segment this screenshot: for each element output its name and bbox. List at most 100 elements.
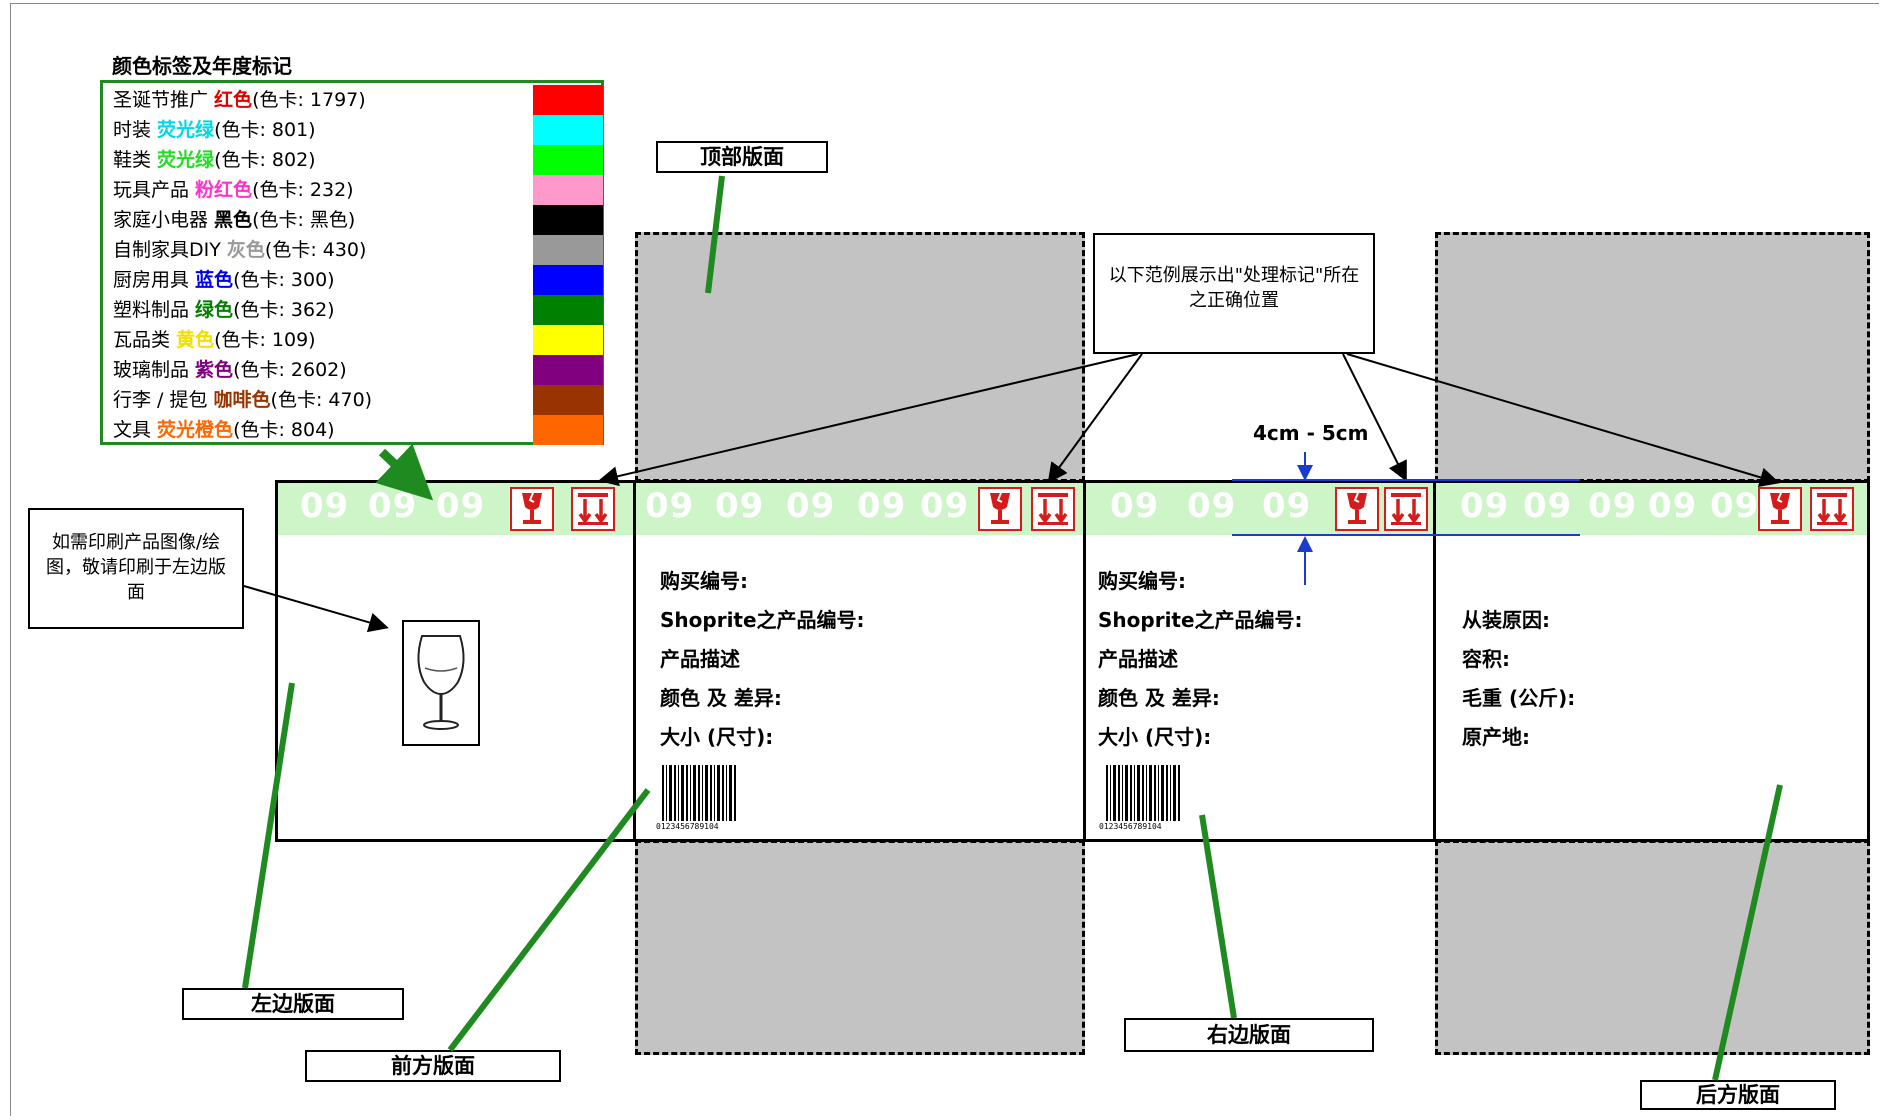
right-field-color: 颜色 及 差异: — [1098, 686, 1220, 710]
right-panel-label: 右边版面 — [1124, 1018, 1374, 1052]
back-field-packing-reason: 从装原因: — [1462, 608, 1550, 632]
front-field-purchase-no: 购买编号: — [660, 569, 748, 593]
this-way-up-icon — [1384, 487, 1428, 531]
legend-swatch — [533, 415, 603, 445]
page-frame — [10, 3, 1879, 1116]
legend-color-code: (色卡: 1797) — [252, 89, 366, 111]
legend-color-name: 灰色 — [226, 239, 265, 261]
back-field-gross-weight: 毛重 (公斤): — [1462, 686, 1576, 710]
legend-category: 瓦品类 — [113, 329, 177, 351]
legend-color-name: 荧光绿 — [157, 119, 215, 141]
legend-row: 鞋类 荧光绿(色卡: 802) — [103, 145, 531, 175]
year-mark: 09 — [1710, 486, 1760, 526]
right-field-product-no: Shoprite之产品编号: — [1098, 608, 1303, 632]
right-field-size: 大小 (尺寸): — [1098, 725, 1212, 749]
wine-glass-image — [402, 620, 480, 746]
year-mark: 09 — [1187, 486, 1237, 526]
year-mark: 09 — [1110, 486, 1160, 526]
back-field-origin: 原产地: — [1462, 725, 1530, 749]
legend-row: 文具 荧光橙色(色卡: 804) — [103, 415, 531, 445]
legend-swatch — [533, 325, 603, 355]
legend-color-name: 荧光橙色 — [157, 419, 234, 441]
legend-category: 自制家具DIY — [113, 239, 227, 261]
legend-title: 颜色标签及年度标记 — [112, 54, 292, 78]
legend-swatch — [533, 265, 603, 295]
top-flap-back — [1435, 232, 1870, 482]
legend-category: 行李 / 提包 — [113, 389, 214, 411]
legend-color-name: 黑色 — [214, 209, 253, 231]
year-mark: 09 — [1460, 486, 1510, 526]
legend-color-name: 紫色 — [195, 359, 234, 381]
legend-color-code: (色卡: 黑色) — [252, 209, 356, 231]
legend-color-code: (色卡: 470) — [270, 389, 373, 411]
front-field-color: 颜色 及 差异: — [660, 686, 782, 710]
top-panel-label: 顶部版面 — [656, 141, 828, 173]
front-panel-label: 前方版面 — [305, 1050, 561, 1082]
left-panel-label: 左边版面 — [182, 988, 404, 1020]
fragile-glass-icon — [510, 487, 554, 531]
legend-row: 玻璃制品 紫色(色卡: 2602) — [103, 355, 531, 385]
legend-category: 玻璃制品 — [113, 359, 196, 381]
this-way-up-icon — [1810, 487, 1854, 531]
year-mark: 09 — [436, 486, 486, 526]
legend-swatch — [533, 385, 603, 415]
legend-swatch — [533, 145, 603, 175]
divider-right-back — [1433, 480, 1436, 842]
legend-swatch — [533, 115, 603, 145]
year-mark: 09 — [715, 486, 765, 526]
wine-glass-icon — [417, 635, 465, 730]
color-legend: 圣诞节推广 红色(色卡: 1797)时装 荧光绿(色卡: 801)鞋类 荧光绿(… — [100, 80, 604, 445]
legend-row: 瓦品类 黄色(色卡: 109) — [103, 325, 531, 355]
legend-color-code: (色卡: 430) — [264, 239, 367, 261]
this-way-up-icon — [1031, 487, 1075, 531]
legend-swatch — [533, 295, 603, 325]
legend-category: 家庭小电器 — [113, 209, 215, 231]
legend-category: 文具 — [113, 419, 158, 441]
year-mark: 09 — [645, 486, 695, 526]
front-barcode — [662, 765, 736, 821]
carton-side-strip — [275, 480, 1870, 842]
year-mark: 09 — [857, 486, 907, 526]
marking-position-note: 以下范例展示出"处理标记"所在之正确位置 — [1093, 233, 1375, 354]
legend-swatch — [533, 235, 603, 265]
fragile-glass-icon — [1335, 487, 1379, 531]
year-mark: 09 — [1588, 486, 1638, 526]
legend-row: 家庭小电器 黑色(色卡: 黑色) — [103, 205, 531, 235]
legend-swatch — [533, 205, 603, 235]
legend-row: 时装 荧光绿(色卡: 801) — [103, 115, 531, 145]
legend-category: 圣诞节推广 — [113, 89, 215, 111]
image-placement-note: 如需印刷产品图像/绘图，敬请印刷于左边版面 — [28, 508, 244, 629]
legend-row: 厨房用具 蓝色(色卡: 300) — [103, 265, 531, 295]
legend-category: 鞋类 — [113, 149, 158, 171]
legend-row: 行李 / 提包 咖啡色(色卡: 470) — [103, 385, 531, 415]
legend-swatch — [533, 85, 603, 115]
year-mark: 09 — [920, 486, 970, 526]
legend-color-name: 荧光绿 — [157, 149, 215, 171]
year-mark: 09 — [786, 486, 836, 526]
legend-color-code: (色卡: 802) — [214, 149, 316, 171]
legend-color-name: 咖啡色 — [213, 389, 271, 411]
legend-row: 圣诞节推广 红色(色卡: 1797) — [103, 85, 531, 115]
dimension-label: 4cm - 5cm — [1253, 421, 1369, 445]
legend-color-name: 黄色 — [176, 329, 215, 351]
legend-color-code: (色卡: 801) — [214, 119, 316, 141]
legend-category: 厨房用具 — [113, 269, 196, 291]
legend-swatch — [533, 175, 603, 205]
front-field-product-no: Shoprite之产品编号: — [660, 608, 865, 632]
legend-swatch — [533, 355, 603, 385]
legend-color-name: 粉红色 — [195, 179, 253, 201]
legend-color-code: (色卡: 232) — [252, 179, 354, 201]
front-field-description: 产品描述 — [660, 647, 740, 671]
legend-category: 玩具产品 — [113, 179, 196, 201]
divider-left-front — [633, 480, 636, 842]
fragile-glass-icon — [1758, 487, 1802, 531]
legend-color-code: (色卡: 300) — [233, 269, 335, 291]
bottom-flap-back — [1435, 840, 1870, 1055]
year-mark: 09 — [1648, 486, 1698, 526]
legend-row: 自制家具DIY 灰色(色卡: 430) — [103, 235, 531, 265]
right-field-description: 产品描述 — [1098, 647, 1178, 671]
fragile-glass-icon — [978, 487, 1022, 531]
back-field-volume: 容积: — [1462, 647, 1510, 671]
